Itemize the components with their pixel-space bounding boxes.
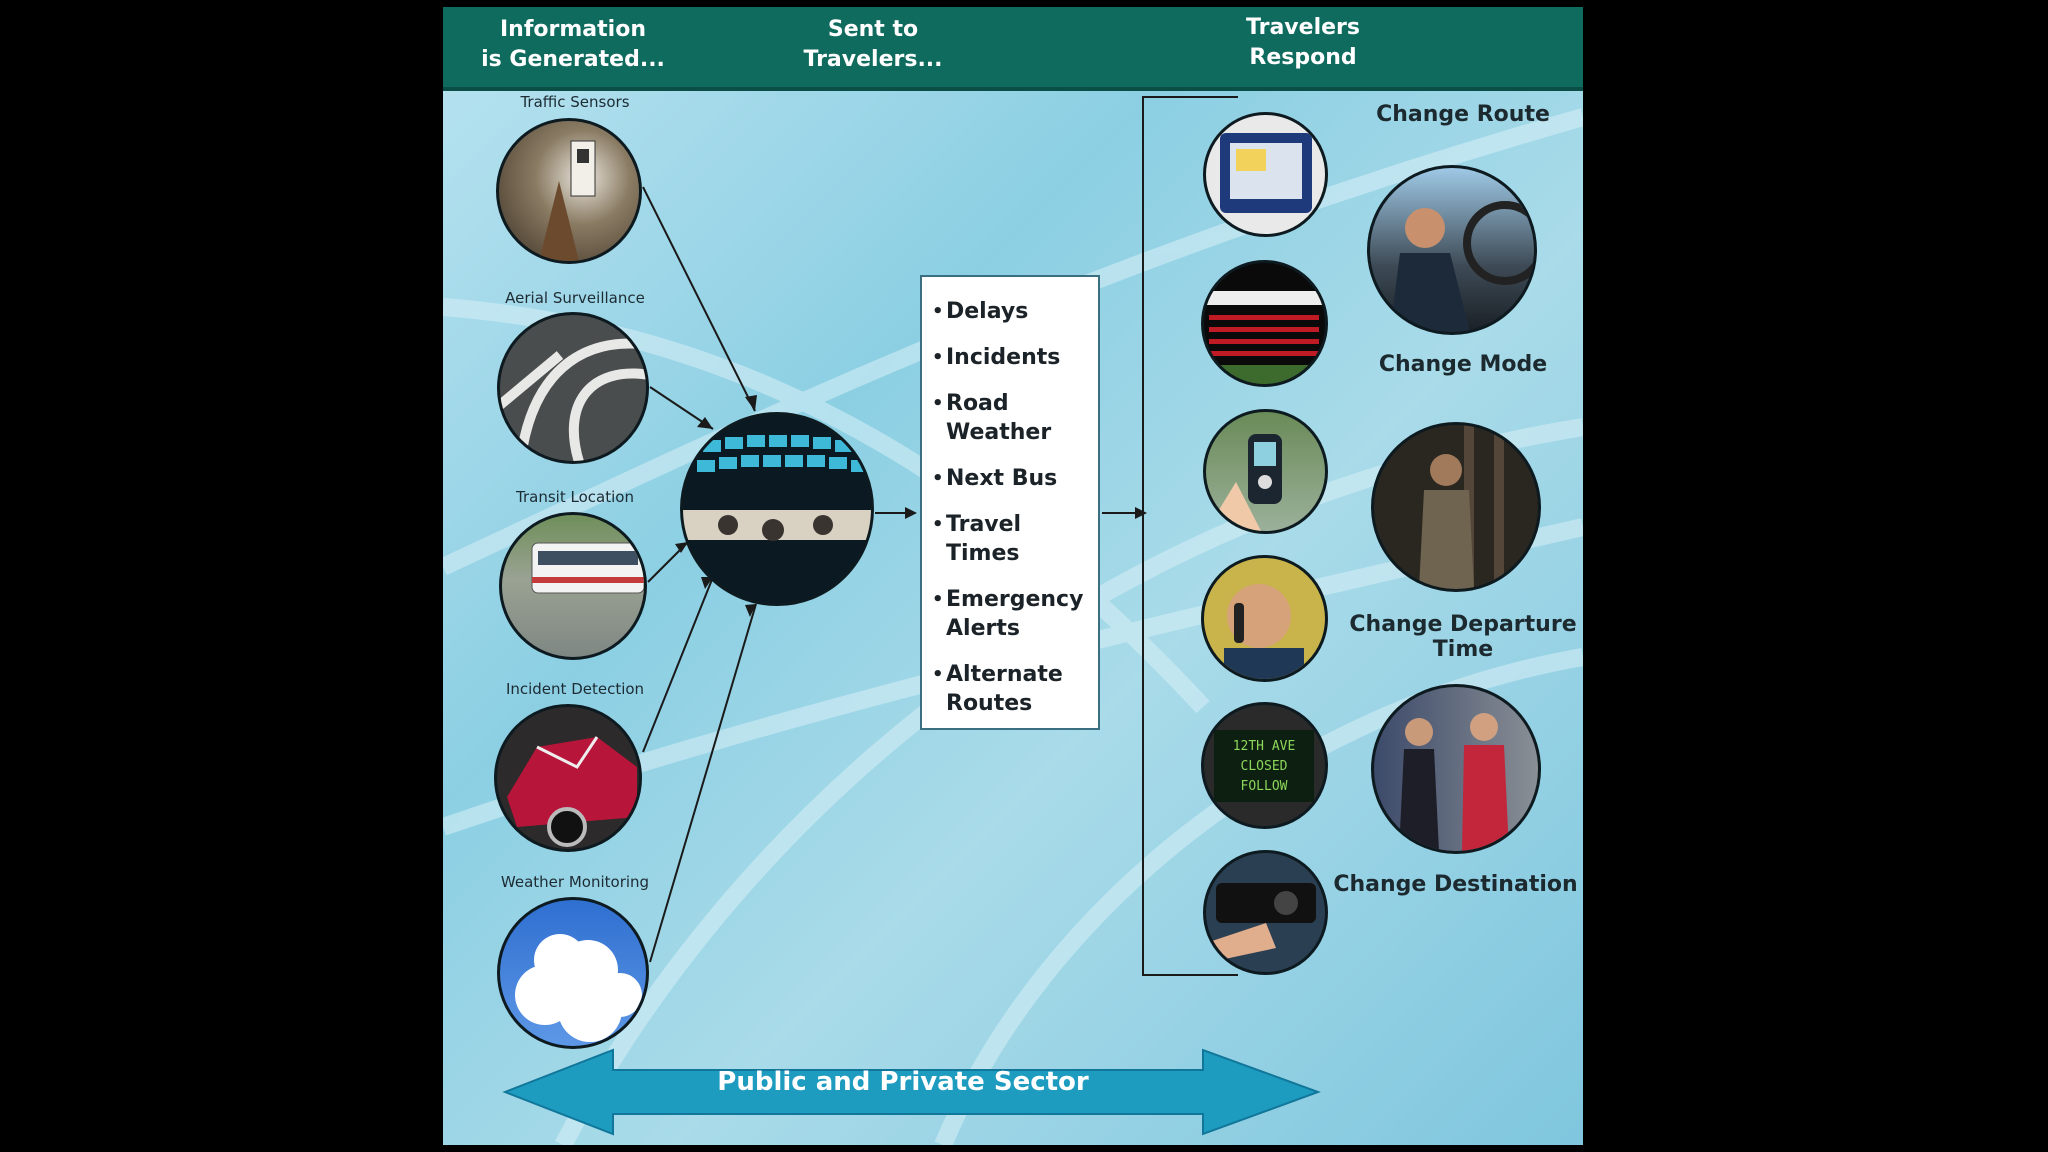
- header-sent: Sent to Travelers...: [803, 17, 943, 72]
- header-band: Information is Generated... Sent to Trav…: [443, 7, 1583, 91]
- label-change-destination: Change Destination: [1333, 872, 1578, 897]
- aerial-highway-icon: [497, 312, 649, 464]
- message-emergency-alerts: •Emergency Alerts: [932, 587, 1084, 641]
- message-road-weather: •Road Weather: [932, 391, 1052, 445]
- label-transit-location: Transit Location: [516, 488, 634, 506]
- handheld-device-icon: [1203, 409, 1328, 534]
- message-incidents: •Incidents: [932, 345, 1061, 370]
- sign-line-3: FOLLOW: [1241, 779, 1288, 794]
- message-next-bus: •Next Bus: [932, 466, 1058, 491]
- messages-box: •Delays •Incidents •Road Weather •Next B…: [920, 275, 1100, 730]
- connector-incident: [642, 576, 714, 753]
- label-weather-monitoring: Weather Monitoring: [500, 873, 650, 891]
- crashed-car-icon: [494, 704, 642, 852]
- label-change-departure-time: Change Departure Time: [1349, 612, 1577, 662]
- label-change-mode: Change Mode: [1378, 352, 1548, 377]
- label-aerial-surveillance: Aerial Surveillance: [505, 289, 645, 307]
- label-traffic-sensors: Traffic Sensors: [520, 93, 630, 111]
- device-bracket: [1142, 96, 1238, 976]
- sign-line-1: 12TH AVE: [1233, 739, 1296, 754]
- connector-weather: [649, 603, 757, 963]
- message-alternate-routes: •Alternate Routes: [932, 662, 1063, 716]
- label-incident-detection: Incident Detection: [505, 680, 645, 698]
- control-room-icon: [680, 412, 874, 606]
- header-generated: Information is Generated...: [481, 17, 665, 72]
- traffic-sensor-icon: [496, 118, 642, 264]
- phone-call-icon: [1201, 555, 1328, 682]
- car-radio-icon: [1203, 850, 1328, 975]
- message-sign-icon: 12TH AVE CLOSED FOLLOW: [1201, 702, 1328, 829]
- arrowheads: [675, 395, 1147, 617]
- sector-arrow-label: Public and Private Sector: [717, 1067, 1089, 1097]
- message-delays: •Delays: [932, 299, 1029, 324]
- message-travel-times: •Travel Times: [932, 512, 1022, 566]
- header-respond: Travelers Respond: [1246, 15, 1360, 70]
- sector-arrow: [502, 1048, 1321, 1136]
- diagram-panel: Information is Generated... Sent to Trav…: [443, 7, 1583, 1145]
- kiosk-screen-icon: [1203, 112, 1328, 237]
- train-rider-icon: [1371, 422, 1541, 592]
- driver-icon: [1367, 165, 1537, 335]
- label-change-route: Change Route: [1376, 102, 1550, 127]
- clouds-icon: [497, 897, 649, 1049]
- bus-icon: [499, 512, 647, 660]
- transit-display-board-icon: [1201, 260, 1328, 387]
- travelers-icon: [1371, 684, 1541, 854]
- sign-line-2: CLOSED: [1241, 759, 1288, 774]
- connector-traffic: [642, 186, 756, 412]
